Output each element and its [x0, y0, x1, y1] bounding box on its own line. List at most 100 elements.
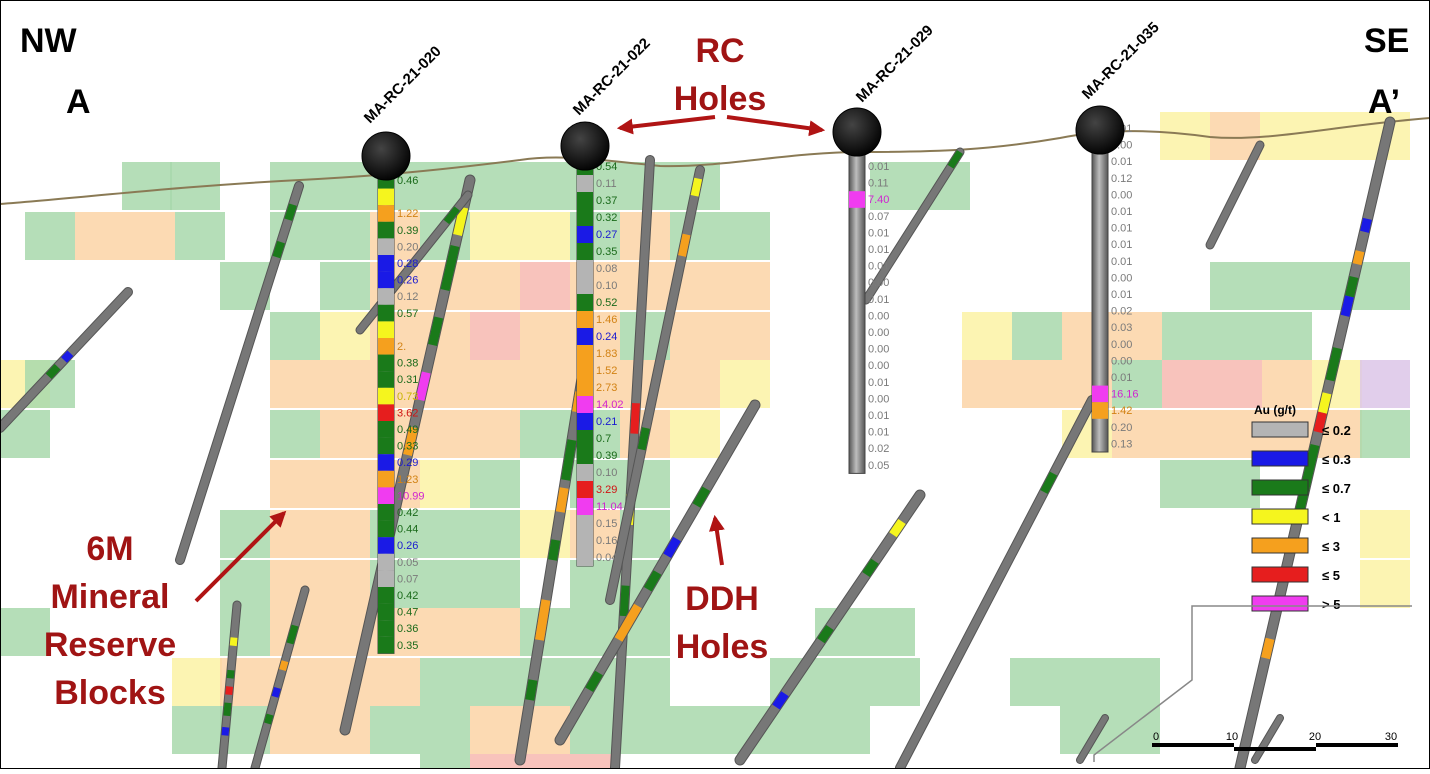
- rc-assay-value: 0.73: [397, 391, 418, 403]
- reserve-block: [1060, 658, 1110, 706]
- reserve-block: [270, 410, 320, 458]
- ddh-assay-interval: [555, 487, 569, 513]
- rc-assay-interval: [378, 470, 394, 488]
- rc-assay-value: 0.02: [1111, 306, 1132, 318]
- reserve-block: [0, 608, 50, 656]
- blocks-arrow: [194, 510, 287, 603]
- rc-assay-value: 2.: [397, 341, 406, 353]
- topography-layer: [0, 117, 1430, 205]
- reserve-block: [320, 410, 370, 458]
- ddh-assay-interval: [225, 686, 233, 695]
- ddh-assay-interval: [548, 539, 561, 561]
- ddh-assay-interval: [221, 726, 230, 736]
- rc-assay-value: 1.83: [596, 348, 617, 360]
- reserve-block: [520, 360, 570, 408]
- rc-assay-interval: [577, 294, 593, 311]
- rc-assay-interval: [378, 537, 394, 554]
- rc-assay-value: 0.00: [868, 360, 889, 372]
- reserve-block: [1360, 262, 1410, 310]
- reserve-block: [670, 312, 720, 360]
- scale-bar-seg-2: [1234, 747, 1316, 751]
- reserve-block: [370, 658, 420, 706]
- rc-assay-value: 0.20: [397, 241, 418, 253]
- rc-assay-interval: [577, 243, 593, 260]
- reserve-block: [470, 706, 520, 754]
- reserve-block: [420, 460, 470, 508]
- rc-assay-value: 0.24: [596, 331, 617, 343]
- rc-assay-value: 3.29: [596, 484, 617, 496]
- rc-assay-value: 0.39: [397, 225, 418, 237]
- ddh-hole-shaft: [251, 586, 309, 772]
- ddh-assay-interval: [1295, 443, 1320, 511]
- legend-swatch: [1251, 537, 1309, 554]
- reserve-block: [470, 658, 520, 706]
- rc-assay-value: 16.16: [1111, 389, 1139, 401]
- reserve-block: [1212, 360, 1262, 408]
- reserve-block: [1160, 460, 1210, 508]
- reserve-block: [270, 560, 320, 608]
- rc-assay-value: 0.12: [397, 291, 418, 303]
- rc-assay-value: 0.35: [397, 640, 418, 652]
- reserve-block: [420, 560, 470, 608]
- ddh-assay-interval: [284, 203, 297, 221]
- reserve-block: [870, 658, 920, 706]
- rc-assay-interval: [577, 260, 593, 277]
- legend-title: Au (g/t): [1254, 403, 1296, 417]
- reserve-block: [420, 510, 470, 558]
- rc-assay-interval: [378, 255, 394, 272]
- ddh-assay-interval: [286, 624, 299, 645]
- ddh-assay-interval: [663, 536, 681, 559]
- reserve-block: [470, 360, 520, 408]
- reserve-block: [220, 608, 270, 656]
- rc-assay-value: 0.28: [397, 258, 418, 270]
- rc-assay-value: 0.12: [1111, 173, 1132, 185]
- rc-assay-interval: [378, 404, 394, 421]
- reserve-block: [520, 754, 570, 774]
- ddh-assay-interval: [1360, 217, 1372, 233]
- ddh-assay-interval: [947, 150, 963, 169]
- rc-assay-value: 0.29: [397, 457, 418, 469]
- legend-label: < 1: [1322, 510, 1340, 525]
- rc-assay-value: 0.01: [868, 261, 889, 273]
- ddh-assay-interval: [415, 371, 431, 401]
- rc-assay-value: 0.01: [1111, 239, 1132, 251]
- section-trace-line: [1093, 605, 1412, 762]
- corner-nw-label: NW: [20, 22, 78, 60]
- rc-assay-value: 0.01: [868, 427, 889, 439]
- rc-assay-value: 0.47: [397, 607, 418, 619]
- rc-assay-interval: [577, 328, 593, 345]
- rc-assay-interval: [378, 603, 394, 621]
- reserve-block: [520, 162, 570, 210]
- rc-assay-value: 7.40: [868, 194, 889, 206]
- rc-assay-interval: [378, 288, 394, 305]
- rc-assay-interval: [378, 354, 394, 372]
- rc-assay-interval: [378, 487, 394, 504]
- rc-assay-interval: [577, 413, 593, 430]
- rc-assay-interval: [378, 338, 394, 355]
- reserve-block: [270, 360, 320, 408]
- rc-assay-interval: [1092, 385, 1108, 403]
- rc-assay-value: 14.02: [596, 399, 624, 411]
- legend-label: > 5: [1322, 597, 1340, 612]
- rc-assay-value: 0.49: [397, 424, 418, 436]
- rc-assay-interval: [1092, 402, 1108, 419]
- legend-label: ≤ 3: [1322, 539, 1340, 554]
- rc-assay-interval: [577, 192, 593, 209]
- scale-bar-tick-label: 0: [1153, 731, 1159, 743]
- reserve-block: [25, 212, 75, 260]
- reserve-block: [175, 212, 225, 260]
- rc-assay-interval: [577, 396, 593, 413]
- rc-assay-value: 0.03: [1111, 322, 1132, 334]
- reserve-block: [320, 212, 370, 260]
- legend-swatch: [1251, 595, 1309, 612]
- ddh-assay-interval: [525, 679, 538, 701]
- rc-assay-interval: [378, 387, 394, 405]
- reserve-block: [1360, 410, 1410, 458]
- reserve-block: [1262, 360, 1312, 408]
- ddh-assay-interval: [453, 206, 469, 236]
- legend-label: ≤ 0.3: [1322, 452, 1351, 467]
- rc-holes-layer: 0.461.220.390.200.280.260.120.572.0.380.…: [377, 107, 1139, 654]
- reserve-block: [1162, 410, 1212, 458]
- ddh-assay-interval: [61, 350, 74, 363]
